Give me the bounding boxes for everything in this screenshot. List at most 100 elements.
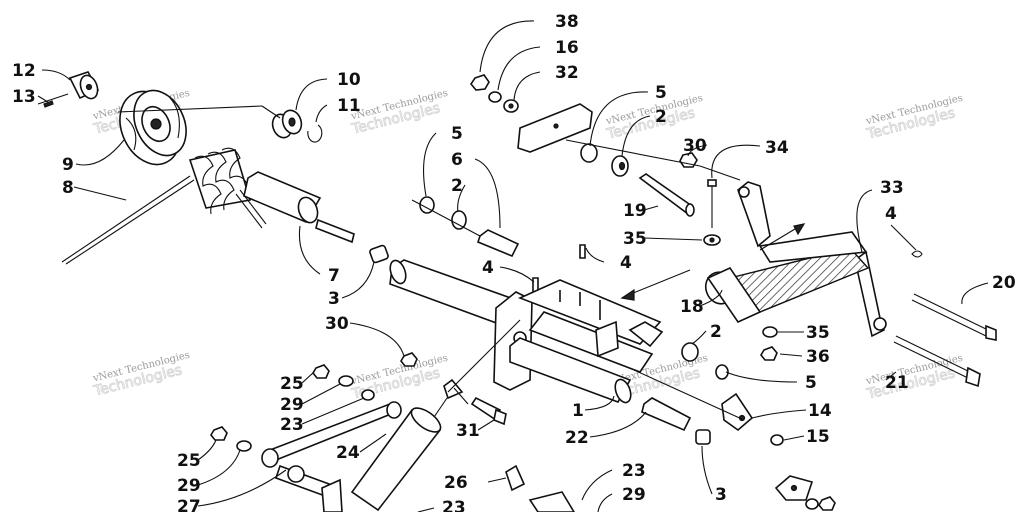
part-stack-5-6-2	[419, 196, 520, 258]
part-clip-4	[911, 250, 923, 258]
callout-8: 8	[62, 178, 74, 198]
callout-35b: 35	[806, 323, 830, 343]
callout-25b: 25	[177, 451, 201, 471]
callout-5a: 5	[451, 124, 463, 144]
part-bushing-3a	[369, 244, 389, 264]
callout-12: 12	[12, 61, 36, 81]
part-bushing-10	[271, 109, 303, 139]
part-nut-38	[470, 74, 490, 91]
part-bushing-2b	[611, 155, 629, 177]
callout-30b: 30	[325, 314, 349, 334]
parts-layer	[37, 71, 997, 512]
part-bushing-3b	[695, 429, 711, 445]
part-nut-25b	[210, 426, 228, 441]
assembly-axis-lines	[37, 93, 745, 421]
part-sleeve-7	[243, 171, 355, 244]
part-bushing-5c	[715, 364, 729, 380]
callout-30a: 30	[683, 136, 707, 156]
callout-31: 31	[456, 421, 480, 441]
callout-2a: 2	[451, 176, 463, 196]
callout-34: 34	[765, 138, 789, 158]
callout-4b: 4	[620, 253, 632, 273]
callout-20: 20	[992, 273, 1016, 293]
part-spacer-32	[503, 99, 519, 113]
part-bushing-2c	[681, 342, 699, 362]
part-nut-30b	[400, 352, 418, 367]
part-roller-bracket-18	[704, 231, 870, 324]
callout-10: 10	[337, 70, 361, 90]
part-bolt-21	[893, 335, 981, 388]
callout-36: 36	[806, 347, 830, 367]
callout-18: 18	[680, 297, 704, 317]
part-screw-13	[43, 100, 54, 108]
part-pin-19	[638, 173, 695, 217]
callout-32: 32	[555, 63, 579, 83]
part-arm-upper	[261, 401, 402, 468]
part-grease-fitting-4	[532, 244, 586, 293]
callout-23c: 23	[442, 498, 466, 512]
part-sleeve-26	[505, 464, 526, 492]
callout-19: 19	[623, 201, 647, 221]
part-washer-16	[488, 91, 502, 103]
part-link-bottom	[528, 491, 575, 512]
callout-29a: 29	[280, 395, 304, 415]
callout-14: 14	[808, 401, 832, 421]
callout-26: 26	[444, 473, 468, 493]
part-rear-bracket-33	[737, 181, 887, 338]
callout-5b: 5	[655, 83, 667, 103]
callout-13: 13	[12, 87, 36, 107]
callout-4a: 4	[885, 204, 897, 224]
callout-9: 9	[62, 155, 74, 175]
part-shock-24	[350, 378, 464, 512]
part-plate-14	[721, 392, 754, 432]
callout-22: 22	[565, 428, 589, 448]
part-washer-29a	[338, 375, 354, 387]
part-cap-12	[68, 71, 100, 100]
part-bracket-lower	[321, 478, 343, 512]
part-sleeve-22	[641, 397, 692, 432]
callout-2b: 2	[655, 107, 667, 127]
callout-leaders	[37, 20, 989, 512]
part-nut-25a	[312, 364, 330, 379]
part-bolt-34	[707, 179, 717, 228]
callout-29b: 29	[177, 476, 201, 496]
callout-23a: 23	[280, 415, 304, 435]
callout-33: 33	[880, 178, 904, 198]
callout-29c: 29	[622, 485, 646, 505]
part-washer-15	[770, 434, 784, 446]
callout-4c: 4	[482, 258, 494, 278]
callout-3a: 3	[328, 289, 340, 309]
part-washer-29b	[236, 440, 252, 452]
callout-24: 24	[336, 443, 360, 463]
part-cross-arm-frame	[493, 279, 664, 404]
callout-11: 11	[337, 96, 361, 116]
callout-38: 38	[555, 12, 579, 32]
callout-15: 15	[806, 427, 830, 447]
part-bracket	[517, 103, 593, 153]
part-torsion-spring-8	[61, 147, 267, 265]
callout-6: 6	[451, 150, 463, 170]
callout-23b: 23	[622, 461, 646, 481]
part-washer-35a	[703, 234, 721, 246]
callout-3b: 3	[715, 485, 727, 505]
arrow-to-frame	[620, 223, 806, 301]
callout-16: 16	[555, 38, 579, 58]
part-bolt-20	[911, 293, 997, 341]
callout-2c: 2	[710, 322, 722, 342]
part-plate-bottom	[774, 475, 836, 511]
callout-35a: 35	[623, 229, 647, 249]
callout-labels: 38 16 32 12 13 10 11 9 8 5 6 2 5 2 30 34…	[12, 12, 1016, 512]
part-clip-11	[307, 124, 323, 143]
part-bolt-31	[470, 396, 507, 426]
part-bushing-5b	[580, 143, 598, 163]
part-washer-35b	[762, 326, 778, 338]
part-washer-23a	[361, 389, 375, 401]
callout-1: 1	[572, 401, 584, 421]
callout-7: 7	[328, 266, 340, 286]
callout-5c: 5	[805, 373, 817, 393]
part-nut-36	[760, 346, 778, 361]
callout-25a: 25	[280, 374, 304, 394]
callout-27: 27	[177, 497, 201, 512]
callout-21: 21	[885, 373, 909, 393]
